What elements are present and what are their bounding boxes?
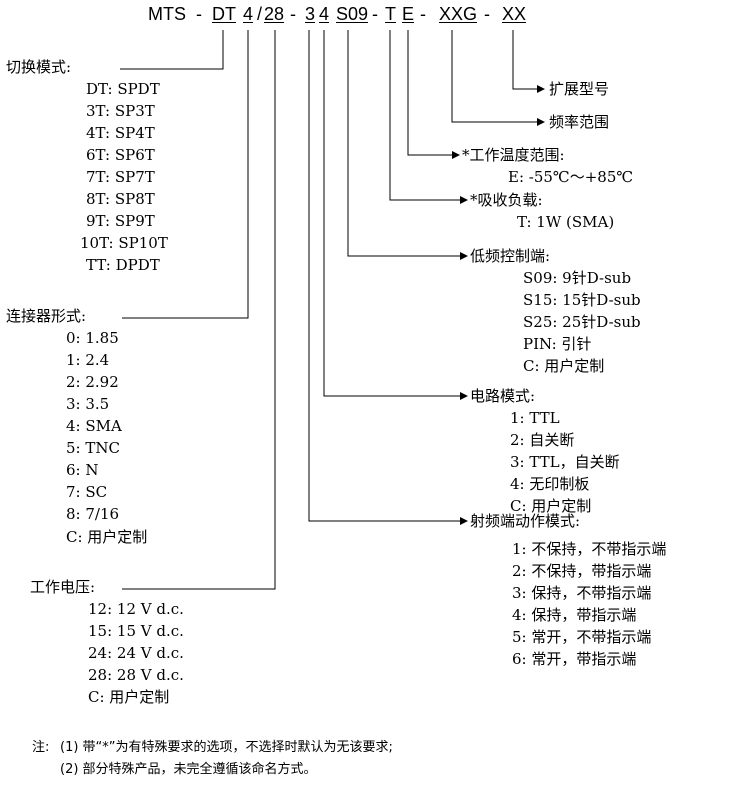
connector-item: C: 用户定制 <box>66 528 148 546</box>
voltage-item: 12: 12 V d.c. <box>88 600 184 618</box>
code-seg-rf-action: 3 <box>305 4 316 24</box>
arrow-ext <box>537 85 545 93</box>
arrow-freq <box>537 118 545 126</box>
code-seg-switch: DT <box>212 4 236 24</box>
switch-mode-title: 切换模式: <box>6 58 72 76</box>
line-ext <box>512 30 537 90</box>
voltage-item: C: 用户定制 <box>88 688 170 706</box>
lowfreq-item: S09: 9针D-sub <box>523 269 632 287</box>
voltage-title: 工作电压: <box>30 578 96 596</box>
line-connector <box>122 30 249 319</box>
load-title: *吸收负载: <box>470 191 543 209</box>
lowfreq-title: 低频控制端: <box>470 247 551 265</box>
switch-mode-item: TT: DPDT <box>86 256 160 274</box>
ext-model-title: 扩展型号 <box>549 80 610 98</box>
connector-title: 连接器形式: <box>6 307 87 325</box>
line-freq <box>451 30 537 123</box>
arrow-lowfreq <box>460 252 468 260</box>
connector-item: 4: SMA <box>66 417 122 435</box>
lowfreq-item: S15: 15针D-sub <box>523 291 641 309</box>
rf-action-item: 4: 保持，带指示端 <box>512 606 637 624</box>
load-item: T: 1W (SMA) <box>517 213 615 231</box>
voltage-item: 24: 24 V d.c. <box>88 644 184 662</box>
connector-item: 6: N <box>66 461 99 479</box>
circuit-item: 1: TTL <box>510 409 560 427</box>
line-load <box>389 30 460 201</box>
switch-mode-item: 9T: SP9T <box>86 212 155 230</box>
line-voltage <box>122 30 276 590</box>
voltage-item: 15: 15 V d.c. <box>88 622 184 640</box>
note-line-2: (2) 部分特殊产品，未完全遵循该命名方式。 <box>60 762 317 777</box>
lowfreq-item: PIN: 引针 <box>523 335 592 353</box>
connector-item: 7: SC <box>66 483 108 501</box>
switch-mode-item: 8T: SP8T <box>86 190 155 208</box>
arrow-rf-action <box>460 517 468 525</box>
rf-action-item: 6: 常开，带指示端 <box>512 650 637 668</box>
notes-label: 注: <box>32 740 50 755</box>
line-switch-mode <box>120 30 224 70</box>
rf-action-item: 1: 不保持，不带指示端 <box>512 540 667 558</box>
lowfreq-item: S25: 25针D-sub <box>523 313 641 331</box>
temp-item: E: -55℃～+85℃ <box>508 168 634 186</box>
code-dash: - <box>290 4 296 24</box>
switch-mode-item: 6T: SP6T <box>86 146 155 164</box>
note-line-1: (1) 带“*”为有特殊要求的选项，不选择时默认为无该要求; <box>60 740 393 755</box>
code-seg-ext: XX <box>502 4 527 24</box>
code-dash: - <box>196 4 202 24</box>
code-seg-lowfreq: S09 <box>336 4 369 24</box>
code-dash: - <box>372 4 378 24</box>
rf-action-item: 3: 保持，不带指示端 <box>512 584 652 602</box>
arrow-circuit <box>460 392 468 400</box>
circuit-title: 电路模式: <box>470 387 536 405</box>
code-seg-circuit: 4 <box>319 4 330 24</box>
switch-mode-item: 10T: SP10T <box>80 234 168 252</box>
line-rf-action <box>308 30 460 522</box>
rf-action-item: 2: 不保持，带指示端 <box>512 562 652 580</box>
arrow-temp <box>452 151 460 159</box>
connector-item: 8: 7/16 <box>66 505 120 523</box>
line-circuit <box>323 30 460 397</box>
circuit-item: 2: 自关断 <box>510 431 575 449</box>
switch-mode-item: DT: SPDT <box>86 80 160 98</box>
switch-mode-item: 3T: SP3T <box>86 102 155 120</box>
rf-action-item: 5: 常开，不带指示端 <box>512 628 652 646</box>
connector-item: 1: 2.4 <box>66 351 110 369</box>
voltage-item: 28: 28 V d.c. <box>88 666 184 684</box>
switch-mode-item: 4T: SP4T <box>86 124 155 142</box>
line-temp <box>407 30 452 156</box>
circuit-item: 3: TTL，自关断 <box>510 453 620 471</box>
switch-mode-item: 7T: SP7T <box>86 168 155 186</box>
arrow-load <box>460 196 468 204</box>
code-seg-freq: XXG <box>439 4 478 24</box>
code-slash: / <box>257 4 263 24</box>
freq-range-title: 频率范围 <box>549 113 610 131</box>
lowfreq-item: C: 用户定制 <box>523 357 605 375</box>
temp-title: *工作温度范围: <box>462 146 565 164</box>
code-prefix: MTS <box>148 4 186 24</box>
code-seg-temp: E <box>402 4 415 24</box>
connector-item: 5: TNC <box>66 439 120 457</box>
code-dash: - <box>484 4 490 24</box>
circuit-item: C: 用户定制 <box>510 497 592 515</box>
code-dash: - <box>420 4 426 24</box>
code-seg-load: T <box>385 4 396 24</box>
code-seg-voltage: 28 <box>264 4 285 24</box>
rf-action-title: 射频端动作模式: <box>470 512 581 530</box>
connector-item: 3: 3.5 <box>66 395 110 413</box>
connector-item: 2: 2.92 <box>66 373 119 391</box>
circuit-item: 4: 无印制板 <box>510 475 590 493</box>
line-lowfreq <box>347 30 460 257</box>
code-seg-connector: 4 <box>243 4 254 24</box>
connector-item: 0: 1.85 <box>66 329 119 347</box>
